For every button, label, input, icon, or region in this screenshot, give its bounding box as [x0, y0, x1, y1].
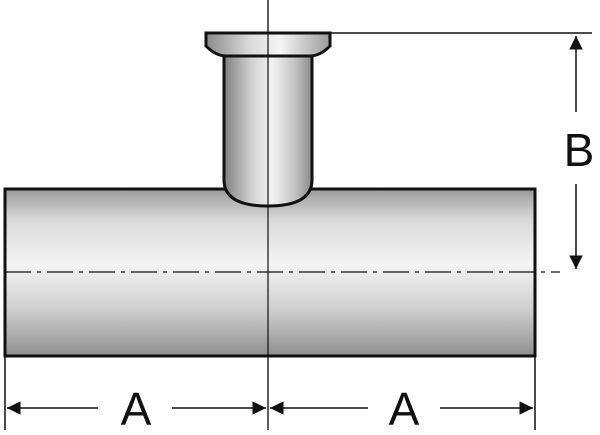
dimension-label-a-right: A [389, 383, 420, 435]
dimension-label-b: B [564, 124, 595, 176]
dimension-label-a-left: A [121, 383, 152, 435]
